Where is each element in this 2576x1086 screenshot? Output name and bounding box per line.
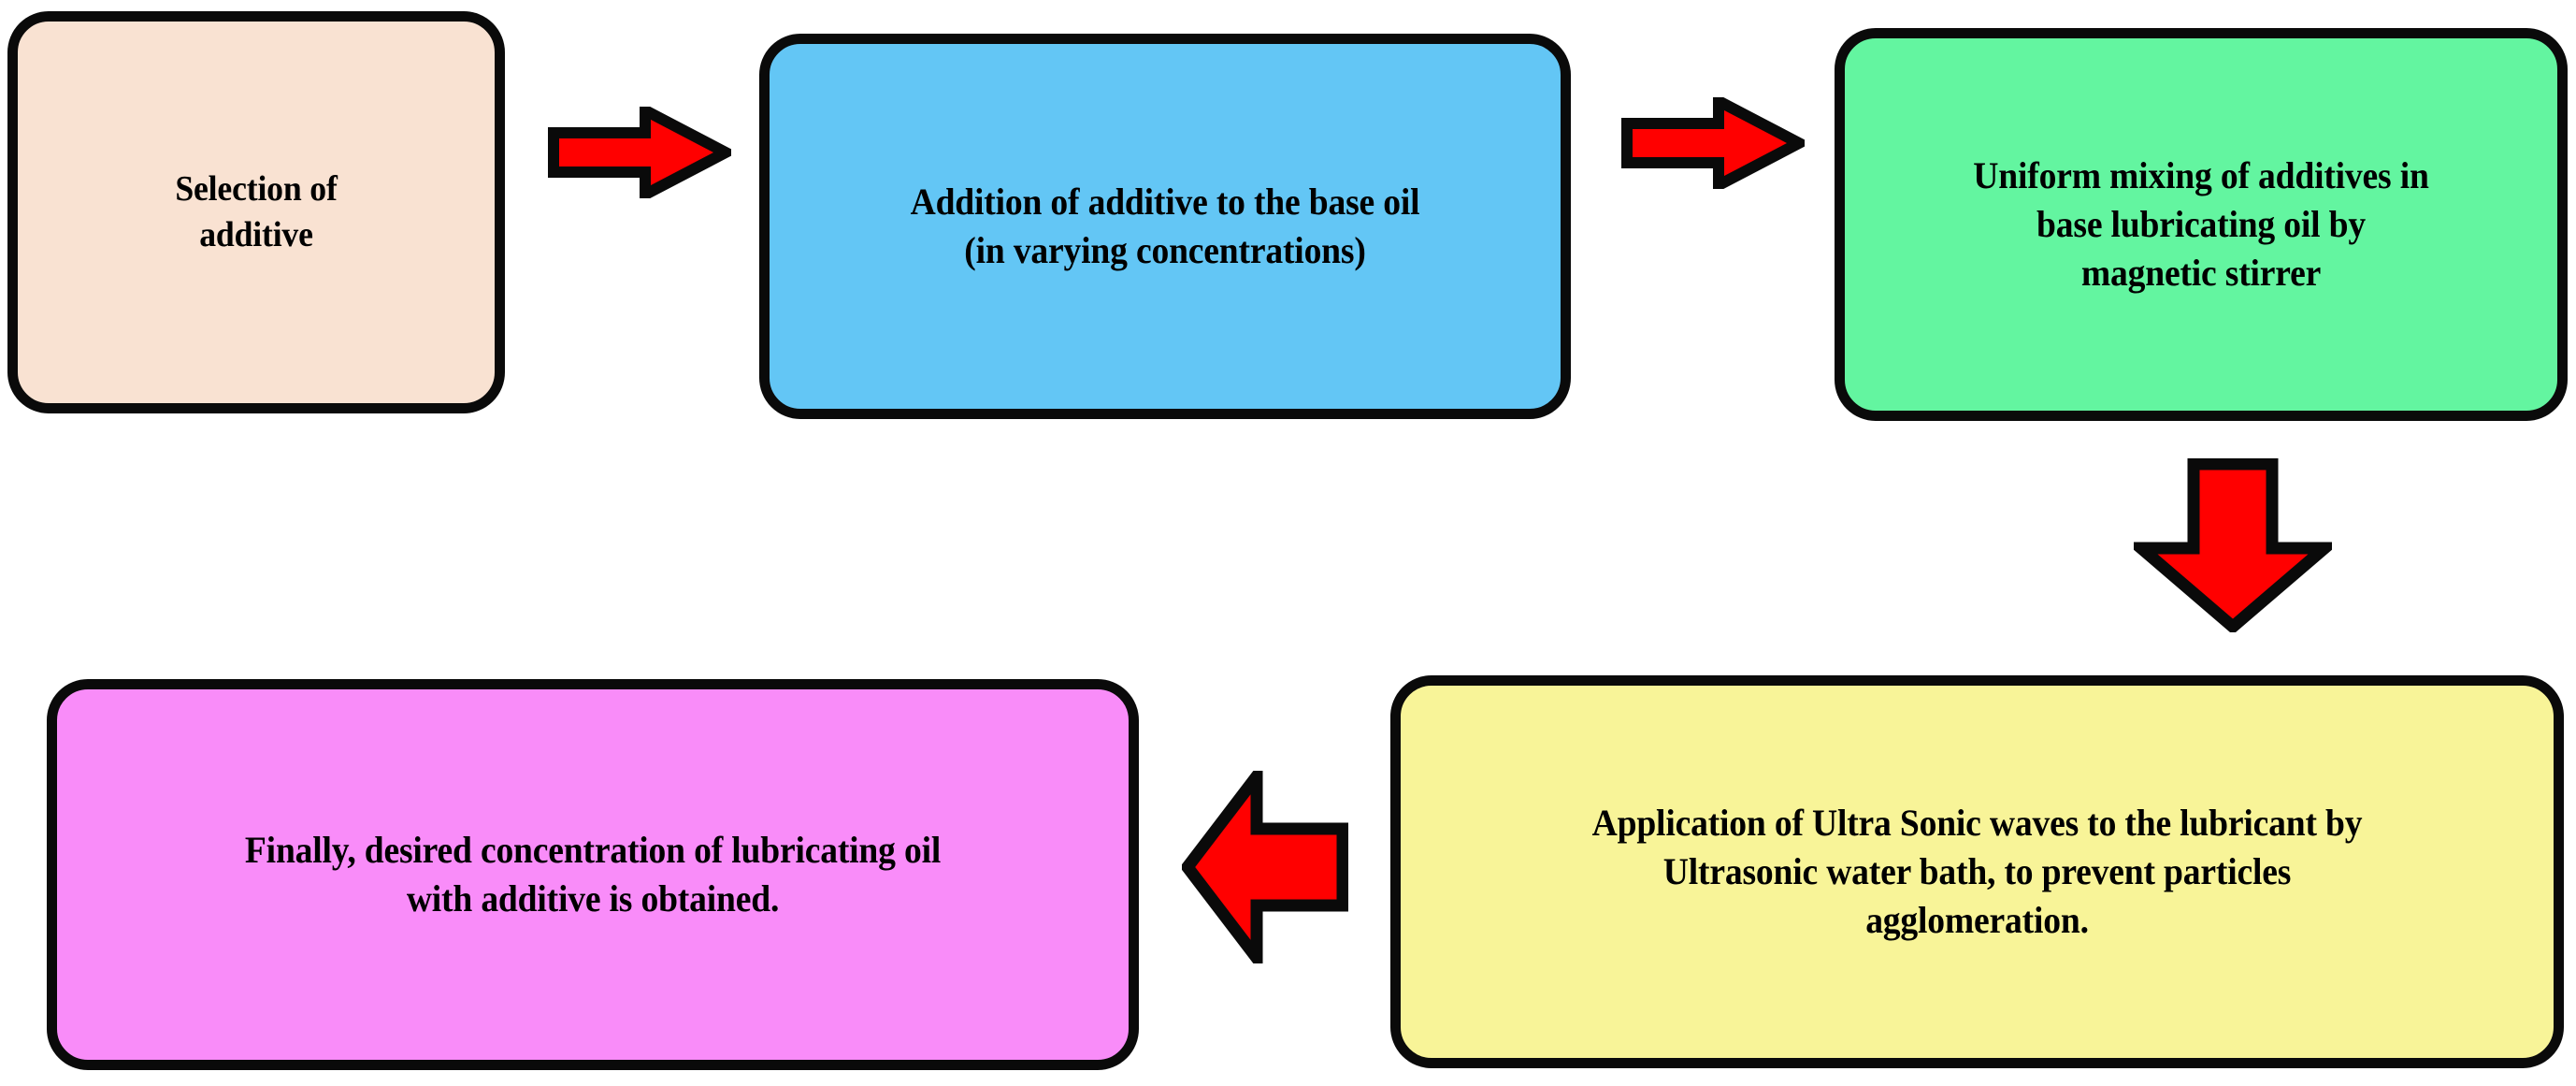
arrow-down-icon-mixing-to-ultrasonic: [2134, 458, 2332, 632]
flowchart-node-ultrasonic[interactable]: Application of Ultra Sonic waves to the …: [1390, 675, 2564, 1068]
flowchart-node-selection-label: Selection of additive: [175, 168, 338, 254]
flowchart-node-mixing-label: Uniform mixing of additives in base lubr…: [1973, 154, 2429, 294]
arrow-right-icon-selection-to-addition: [548, 107, 731, 198]
flowchart-node-mixing[interactable]: Uniform mixing of additives in base lubr…: [1835, 28, 2568, 421]
arrow-left-icon-ultrasonic-to-final: [1182, 771, 1348, 963]
flowchart-node-selection[interactable]: Selection of additive: [7, 11, 505, 413]
flowchart-node-addition[interactable]: Addition of additive to the base oil (in…: [759, 34, 1571, 419]
flowchart-node-final-label: Finally, desired concentration of lubric…: [244, 829, 942, 919]
flowchart-node-final[interactable]: Finally, desired concentration of lubric…: [47, 679, 1139, 1070]
arrow-right-icon-addition-to-mixing: [1621, 97, 1805, 189]
flowchart-node-addition-label: Addition of additive to the base oil (in…: [910, 181, 1420, 271]
flowchart-node-ultrasonic-label: Application of Ultra Sonic waves to the …: [1591, 802, 2363, 941]
